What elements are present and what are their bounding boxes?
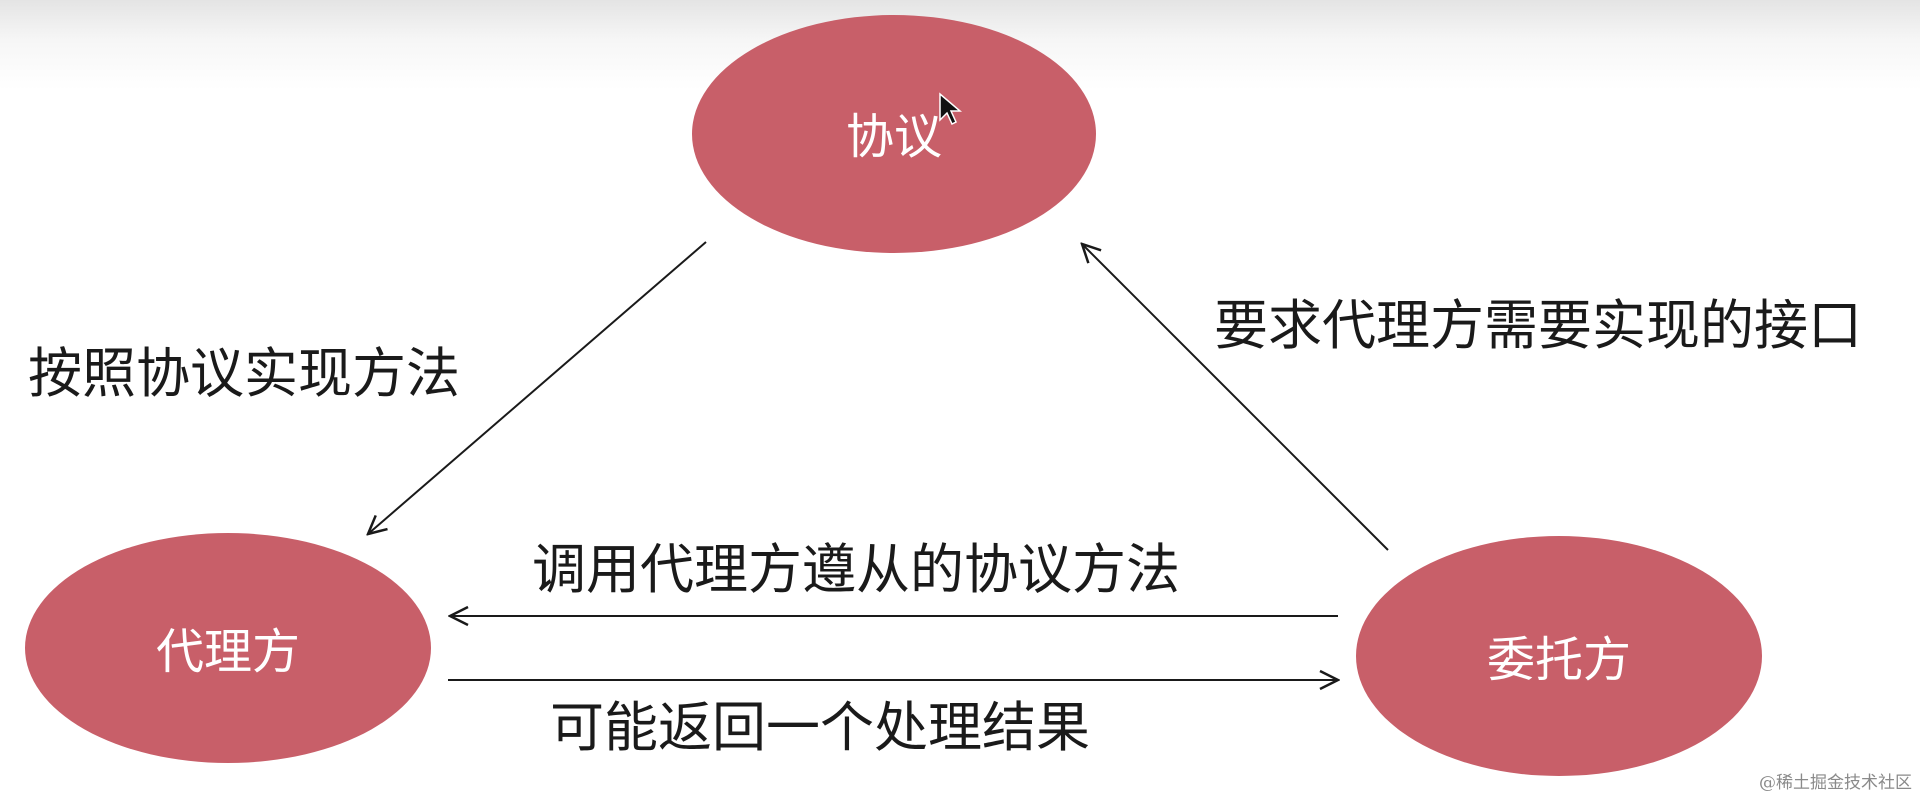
node-delegator-label: 委托方: [1487, 632, 1631, 688]
edge-label-protocol-to-proxy: 按照协议实现方法: [28, 342, 460, 405]
watermark: @稀土掘金技术社区: [1759, 773, 1912, 793]
edge-label-delegator-to-protocol: 要求代理方需要实现的接口: [1214, 294, 1862, 357]
arrow-delegator-to-protocol: [1082, 244, 1389, 551]
node-protocol-shape: [692, 15, 1096, 253]
edge-label-proxy-to-delegator: 可能返回一个处理结果: [550, 696, 1090, 759]
node-proxy-label: 代理方: [156, 624, 300, 680]
node-delegator: 委托方: [1356, 536, 1762, 776]
node-proxy-shape: [25, 533, 431, 763]
mouse-cursor-icon: [939, 92, 963, 126]
node-proxy: 代理方: [25, 533, 431, 763]
node-delegator-shape: [1356, 536, 1762, 776]
edge-label-delegator-to-proxy: 调用代理方遵从的协议方法: [532, 538, 1180, 601]
node-protocol-label: 协议: [846, 109, 942, 165]
node-protocol: 协议: [692, 15, 1096, 253]
arrow-protocol-to-proxy: [368, 241, 707, 534]
